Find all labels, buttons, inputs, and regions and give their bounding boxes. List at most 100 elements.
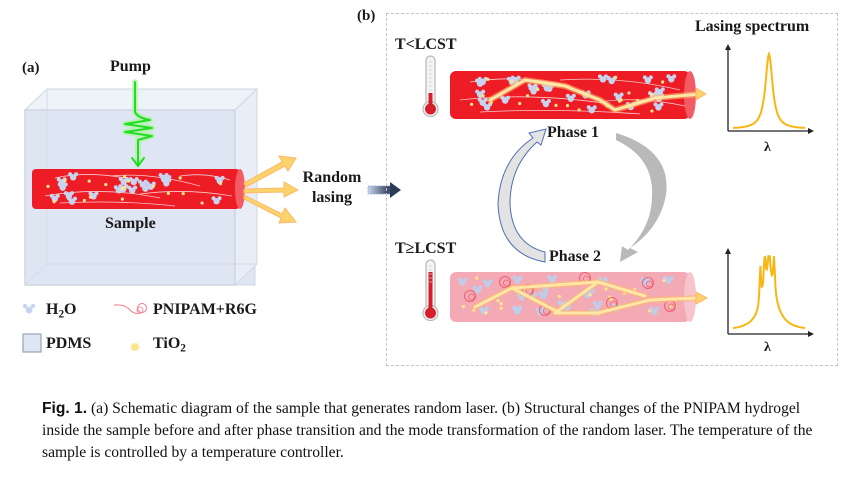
- legend-text: PDMS: [46, 335, 92, 352]
- tio2-particle: [470, 102, 474, 106]
- legend-subscript: 2: [180, 342, 186, 355]
- legend-text: TiO: [153, 335, 181, 352]
- polymer-coil: [499, 276, 511, 288]
- tio2-particles: [46, 175, 223, 205]
- tio2-particle: [178, 176, 182, 180]
- tio2-particle: [461, 304, 465, 309]
- tio2-particle: [484, 311, 488, 315]
- tio2-particle: [52, 200, 56, 204]
- water-molecule: [565, 93, 576, 102]
- random-lasing-line1: Random: [302, 169, 362, 186]
- tio2-particle: [565, 104, 570, 108]
- water-molecule: [482, 279, 493, 288]
- water-molecule: [88, 191, 99, 200]
- pump-wave-icon: [122, 79, 155, 168]
- tube-phase-2: [450, 272, 708, 322]
- water-molecule-icon: [22, 303, 36, 314]
- tio2-particle: [151, 184, 156, 188]
- tio2-particle: [218, 182, 223, 186]
- water-molecule: [663, 275, 674, 284]
- laser-path-phase-2: [472, 279, 708, 316]
- water-molecule: [586, 105, 597, 114]
- tio2-particle: [486, 77, 490, 81]
- water-molecule: [68, 172, 79, 181]
- spectrum-2-xlabel: λ: [764, 340, 771, 355]
- water-molecule: [49, 193, 60, 203]
- spectrum-title: Lasing spectrum: [695, 18, 810, 35]
- water-molecule: [128, 177, 139, 186]
- spectrum-1-xlabel: λ: [764, 140, 771, 155]
- water-molecule: [597, 74, 608, 83]
- tio2-particle: [499, 306, 503, 310]
- tio2-particle: [200, 201, 204, 205]
- water-molecule: [653, 102, 664, 111]
- polymer-coil: [464, 290, 476, 302]
- tio2-particle: [536, 87, 540, 92]
- water-molecule: [528, 86, 539, 95]
- tio2-particle: [46, 184, 50, 188]
- legend-pnipam-label: PNIPAM+R6G: [153, 301, 257, 319]
- random-lasing-label: Random lasing: [296, 168, 368, 208]
- tio2-particle: [662, 278, 666, 283]
- figure-label: Fig. 1.: [42, 400, 88, 417]
- random-lasing-rays: [243, 155, 300, 224]
- spectrum-2-curve: [732, 255, 806, 330]
- water-molecule-cluster: [49, 172, 225, 205]
- tio2-particle: [647, 309, 651, 313]
- sample-label: Sample: [105, 215, 156, 232]
- legend-text: O: [64, 301, 77, 318]
- water-molecule: [592, 300, 603, 310]
- water-molecule: [547, 275, 558, 284]
- water-molecule: [137, 179, 148, 188]
- legend-tio2-label: TiO2: [153, 335, 186, 354]
- tio2-particle: [123, 185, 127, 189]
- tio2-particle: [82, 198, 86, 203]
- legend-pdms-label: PDMS: [46, 335, 91, 353]
- tio2-particle: [499, 302, 503, 306]
- pump-label: Pump: [110, 58, 151, 75]
- thermometer-low-icon: [422, 55, 439, 118]
- polymer-chain-icon: [113, 303, 147, 315]
- sample-tube: [32, 169, 245, 209]
- water-molecule: [63, 191, 74, 200]
- panel-b-frame: [386, 13, 838, 366]
- spectrum-1-curve: [733, 50, 805, 129]
- water-molecule: [211, 196, 222, 205]
- phase-2-label: Phase 2: [549, 248, 601, 265]
- tio2-particle: [627, 91, 631, 95]
- tio2-particle: [481, 94, 485, 98]
- state-above-lcst: T≥LCST: [395, 240, 457, 257]
- water-molecule: [640, 277, 651, 286]
- tio2-particle: [554, 103, 558, 107]
- panel-transition-arrow: [367, 182, 401, 198]
- tio2-particle: [126, 179, 131, 183]
- polymer-coil: [646, 280, 653, 288]
- tio2-particle: [88, 195, 92, 199]
- tio2-particle: [614, 75, 618, 79]
- tio2-particle: [87, 179, 91, 183]
- tio2-dot-icon: [131, 343, 139, 351]
- tio2-particle: [120, 187, 124, 191]
- tio2-particle: [122, 175, 127, 179]
- polymer-coil: [668, 303, 675, 311]
- tio2-particle: [650, 109, 654, 113]
- tio2-particle: [104, 182, 108, 187]
- tio2-particle: [609, 297, 613, 302]
- tio2-particle: [588, 293, 592, 297]
- thermometer-high-icon: [422, 259, 439, 322]
- tio2-particle: [617, 99, 622, 103]
- water-molecule: [113, 185, 124, 194]
- tio2-particle: [577, 108, 581, 112]
- tio2-particle: [526, 94, 530, 98]
- state-below-lcst: T<LCST: [395, 36, 457, 53]
- tio2-particle: [604, 287, 608, 291]
- legend-subscript: 2: [58, 308, 65, 321]
- spectrum-1-axes: [725, 44, 814, 134]
- polymer-coil: [642, 277, 654, 289]
- legend-text: H: [46, 301, 59, 318]
- legend-h2o-label: H2O: [46, 301, 77, 320]
- water-molecule: [500, 95, 511, 104]
- tio2-particle: [181, 191, 185, 196]
